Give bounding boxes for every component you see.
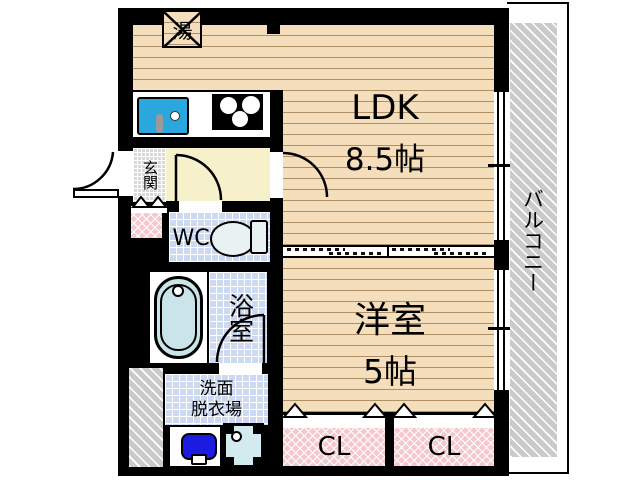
washer-corner	[226, 457, 234, 465]
ldk-name: LDK	[351, 88, 419, 128]
closet-right: CL	[394, 428, 494, 466]
hallway	[166, 148, 270, 201]
washroom-label-1: 洗面	[199, 378, 234, 399]
closet-left-label: CL	[317, 432, 351, 462]
western-label-box: 洋室	[300, 295, 480, 341]
entrance-label-box: 玄関	[133, 150, 166, 200]
window-cross-tick	[488, 164, 516, 167]
western-label: 洋室	[353, 300, 426, 341]
closet-right-door-band	[394, 415, 494, 428]
toilet-icon	[210, 221, 256, 257]
window-glass-line	[503, 270, 505, 390]
closet-left: CL	[283, 428, 385, 466]
wall-stub-top	[267, 25, 280, 34]
ldk-area-label: 8.5帖	[300, 136, 470, 178]
balcony-label: バルコニー	[520, 187, 545, 293]
closet-left-door-band	[283, 415, 385, 428]
partition-panel	[329, 252, 385, 255]
entrance-door-leaf	[73, 189, 119, 198]
ldk-area: 8.5帖	[344, 141, 426, 178]
entrance-label: 玄関	[141, 160, 159, 190]
partition-panel	[392, 248, 450, 251]
entrance-doorway	[118, 151, 133, 196]
shoe-storage	[131, 213, 162, 238]
entrance-door-arc	[72, 151, 115, 191]
closet-right-label: CL	[427, 432, 461, 462]
western-area-box: 5帖	[300, 348, 480, 391]
toilet-tank-icon	[250, 220, 268, 254]
window-glass-line	[497, 270, 499, 390]
window-cross-tick	[488, 327, 516, 330]
burner-icon	[232, 111, 248, 127]
balcony-outline-bottom	[494, 472, 569, 474]
ldk-doorway	[270, 152, 283, 198]
wc-label-box: WC	[169, 224, 213, 252]
bathroom-label: 浴室	[225, 293, 255, 343]
washer-corner	[226, 426, 234, 434]
balcony-label-box: バルコニー	[509, 162, 555, 318]
room-western	[283, 258, 494, 412]
washbasin-tab-icon	[191, 454, 207, 465]
faucet-icon	[156, 114, 163, 133]
pipe-shaft	[129, 368, 163, 467]
bathroom-label-box: 浴室	[220, 278, 260, 358]
wc-label: WC	[172, 225, 210, 251]
western-area: 5帖	[363, 352, 417, 391]
balcony-outline-top	[507, 2, 569, 4]
ldk-label: LDK	[300, 88, 470, 128]
burner-icon	[220, 97, 237, 114]
washer-corner	[253, 426, 261, 434]
balcony-outline-right	[567, 2, 569, 474]
washer-drain-icon	[231, 431, 242, 442]
shoe-storage-door-band	[131, 206, 167, 213]
washer-corner	[253, 457, 261, 465]
sink-icon	[137, 97, 189, 135]
sink-drain-icon	[170, 111, 180, 121]
bathroom-doorway	[219, 363, 262, 374]
washroom-label-2: 脱衣場	[191, 399, 242, 420]
partition-divider	[387, 245, 389, 258]
room-entrance	[133, 148, 166, 202]
water-heater-label-box: 湯	[162, 10, 203, 49]
room-ldk	[283, 25, 494, 245]
bathtub-drain-icon	[172, 285, 184, 297]
wc-doorway	[179, 201, 222, 213]
balcony	[510, 23, 557, 457]
water-heater-label: 湯	[172, 19, 193, 43]
burner-icon	[242, 96, 260, 114]
partition-panel	[287, 248, 345, 251]
room-washroom: 洗面 脱衣場	[165, 374, 268, 425]
partition-panel	[434, 252, 490, 255]
